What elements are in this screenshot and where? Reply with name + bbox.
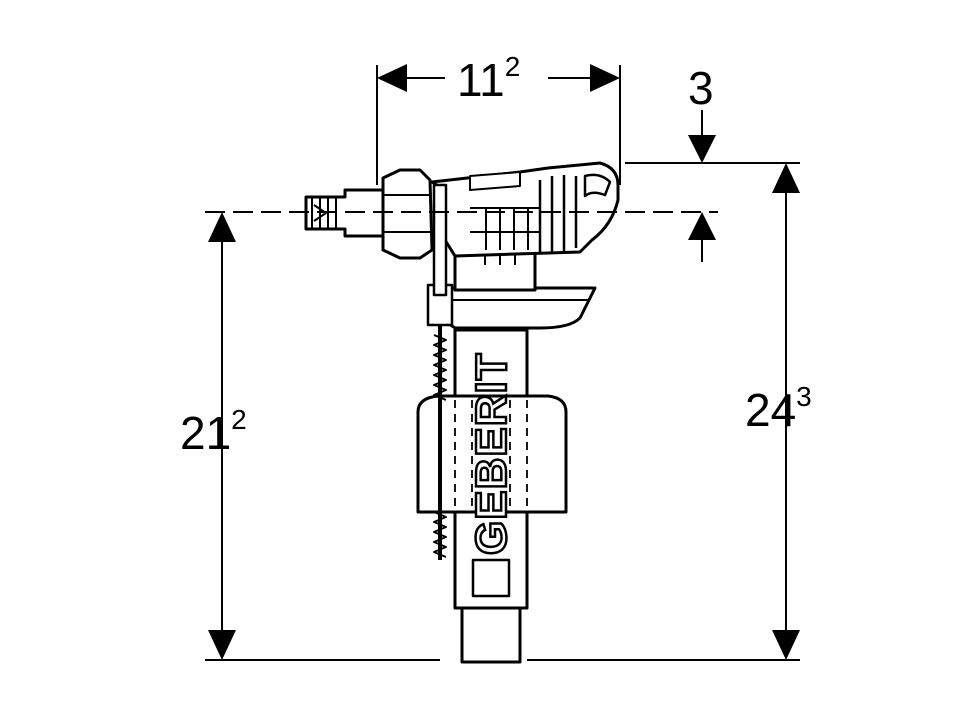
dim-right-height: 243 [745, 381, 812, 436]
arrowheads [208, 64, 800, 660]
float-cup [416, 394, 568, 514]
arrow-offset-up [688, 212, 716, 240]
arrow-top-right [590, 64, 620, 92]
threaded-rod [433, 334, 447, 401]
arrow-offset-down [688, 135, 716, 163]
arrow-right-bottom [772, 630, 800, 660]
dim-top-offset: 3 [688, 62, 714, 114]
hex-nut [381, 168, 434, 260]
dim-left-height: 212 [180, 404, 247, 459]
upper-plate [438, 286, 597, 330]
arrow-top-left [377, 64, 407, 92]
arrow-left-top [208, 212, 236, 242]
valve-head [430, 161, 620, 258]
fill-valve [304, 161, 620, 664]
arrow-right-top [772, 163, 800, 193]
bottom-pipe [460, 598, 522, 664]
label-square [471, 558, 511, 598]
arrow-left-bottom [208, 630, 236, 660]
dim-top-width: 112 [457, 51, 520, 106]
brand-logo: GEBERIT [467, 352, 516, 555]
